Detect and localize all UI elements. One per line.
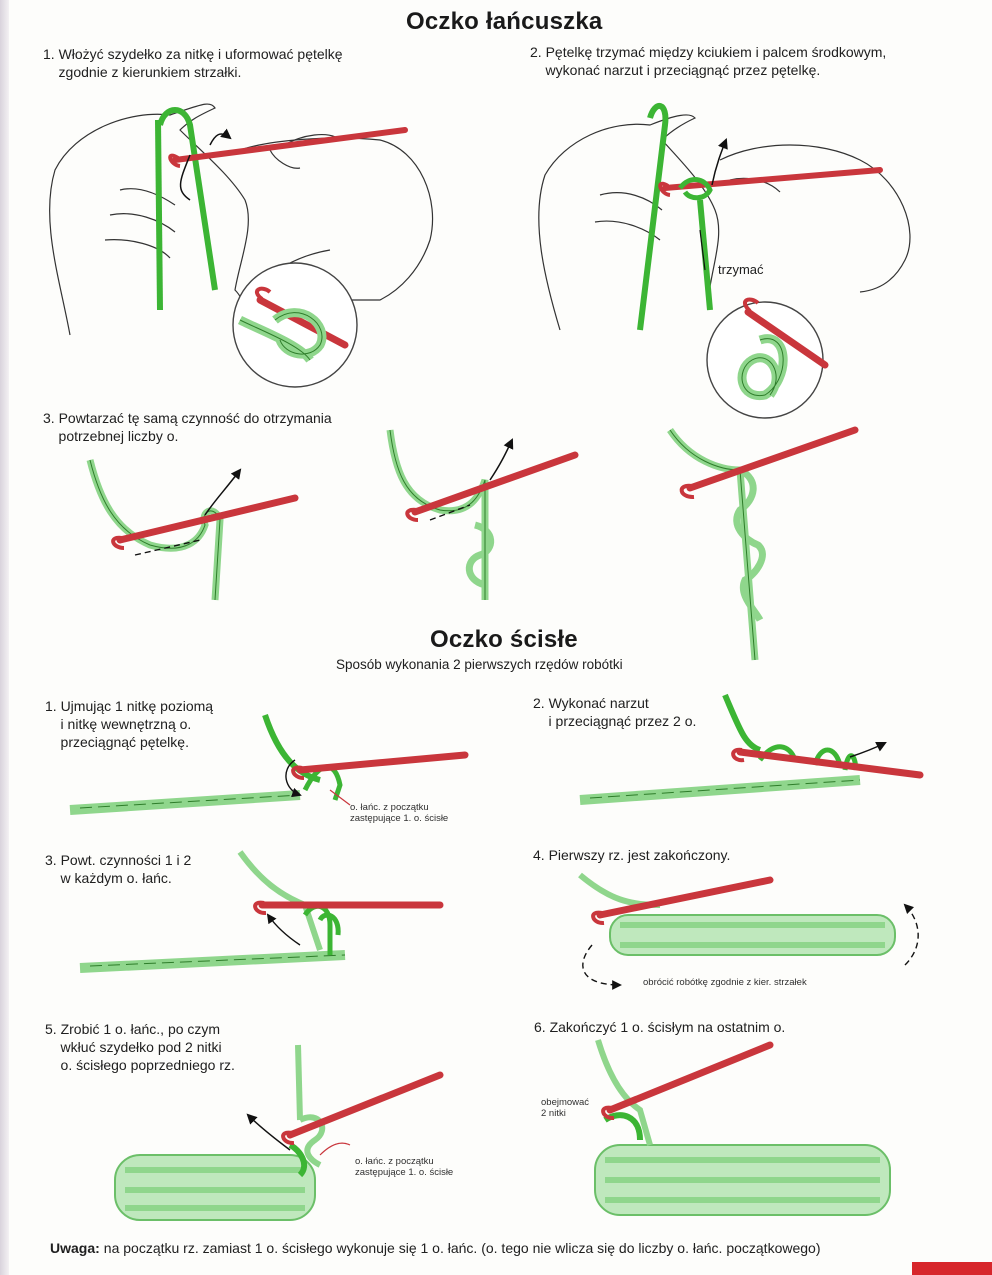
single-step3-text: 3. Powt. czynności 1 i 2 w każdym o. łań… <box>45 852 192 886</box>
chain-step3-figure-c <box>667 426 859 661</box>
chain-step1-illustration <box>49 103 434 388</box>
single-step1-figure <box>69 714 469 815</box>
single-step4-figure <box>578 872 919 990</box>
single-section-subtitle: Sposób wykonania 2 pierwszych rzędów rob… <box>336 657 623 672</box>
single-step6-note: obejmować 2 nitki <box>541 1097 590 1119</box>
chain-step2-hook <box>662 167 883 191</box>
single-step1-text: 1. Ujmując 1 nitkę poziomą i nitkę wewnę… <box>45 698 214 750</box>
footer-note-text: na początku rz. zamiast 1 o. ścisłego wy… <box>103 1240 821 1256</box>
chain-step3-figure-a <box>86 459 299 601</box>
chain-section-title: Oczko łańcuszka <box>406 8 603 35</box>
single-step5-text: 5. Zrobić 1 o. łańc., po czym wkłuć szyd… <box>45 1021 235 1073</box>
chain-step3-text: 3. Powtarzać tę samą czynność do otrzyma… <box>43 410 332 444</box>
chain-step3-figure-b <box>386 429 579 600</box>
chain-step2-yarn <box>637 103 669 331</box>
single-section-title: Oczko ścisłe <box>430 626 578 653</box>
single-step5-figure <box>114 1044 444 1221</box>
chain-step2-text: 2. Pętelkę trzymać między kciukiem i pal… <box>530 44 887 78</box>
single-step6-text: 6. Zakończyć 1 o. ścisłym na ostatnim o. <box>534 1019 786 1035</box>
chain-hold-label: trzymać <box>718 262 764 277</box>
single-step4-text: 4. Pierwszy rz. jest zakończony. <box>533 847 731 863</box>
page-edge <box>0 0 9 1275</box>
single-step1-note: o. łańc. z początku zastępujące 1. o. śc… <box>350 802 449 824</box>
single-step5-note: o. łańc. z początku zastępujące 1. o. śc… <box>355 1156 454 1178</box>
single-step6-figure <box>594 1039 891 1216</box>
single-step3-figure <box>79 850 444 973</box>
chain-step1-hook <box>172 127 408 163</box>
single-step2-figure <box>579 693 924 805</box>
single-step4-note: obrócić robótkę zgodnie z kier. strzałek <box>643 977 807 988</box>
footer-note-label: Uwaga: <box>50 1240 100 1256</box>
chain-step1-text: 1. Włożyć szydełko za nitkę i uformować … <box>43 46 343 80</box>
single-step2-text: 2. Wykonać narzut i przeciągnąć przez 2 … <box>533 695 697 729</box>
chain-step1-yarn <box>155 119 163 311</box>
page-corner-tab <box>912 1262 992 1275</box>
footer-note: Uwaga:na początku rz. zamiast 1 o. ścisł… <box>50 1240 820 1256</box>
